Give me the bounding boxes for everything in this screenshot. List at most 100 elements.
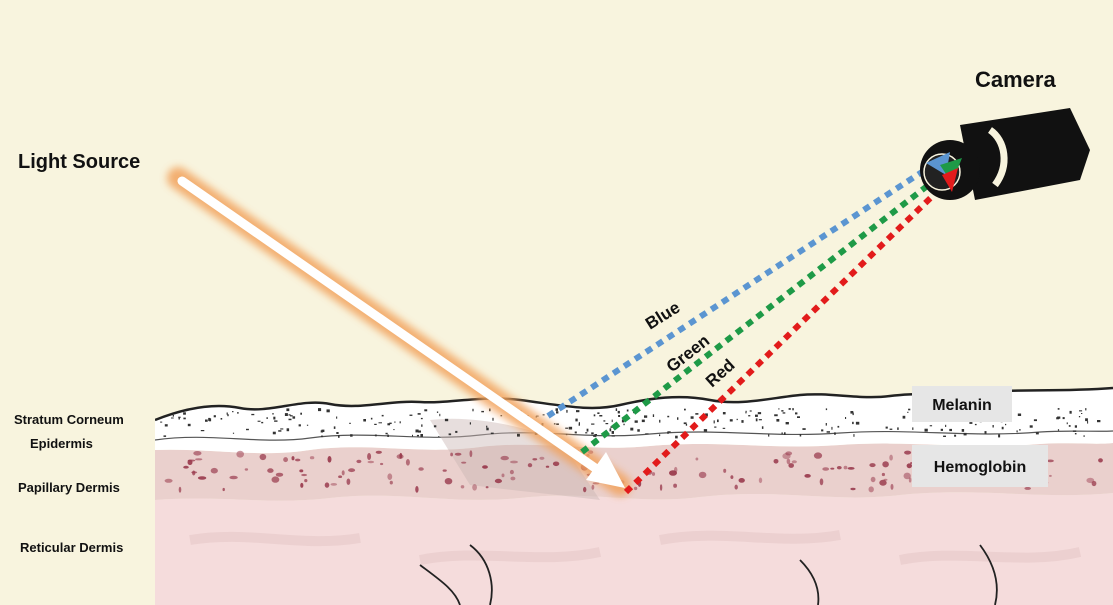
epidermis-boundary-line — [154, 430, 1113, 441]
reticular-dermis-label: Reticular Dermis — [20, 540, 123, 555]
melanin-granule — [852, 421, 854, 425]
melanin-granule — [984, 431, 987, 434]
hemoglobin-spot — [906, 463, 912, 469]
melanin-granule — [490, 432, 494, 435]
hemoglobin-spot — [723, 468, 727, 473]
melanin-granule — [1072, 430, 1077, 432]
melanin-granule — [652, 414, 655, 417]
melanin-granule — [597, 412, 600, 414]
melanin-granule — [785, 422, 789, 425]
melanin-granule — [266, 417, 268, 419]
hemoglobin-spot — [178, 486, 182, 493]
melanin-granule — [393, 429, 395, 431]
melanin-granule — [420, 434, 423, 437]
hemoglobin-spot — [348, 468, 356, 473]
melanin-granule — [178, 417, 180, 420]
hemoglobin-spot — [367, 453, 372, 460]
melanin-granule — [703, 429, 708, 432]
melanin-granule — [542, 414, 545, 416]
hemoglobin-spot — [868, 486, 874, 493]
melanin-granule — [273, 416, 276, 420]
hemoglobin-spot — [193, 451, 202, 456]
melanin-granule — [782, 412, 786, 414]
melanin-granule — [556, 411, 559, 414]
melanin-granule — [799, 434, 802, 437]
hemoglobin-spot — [460, 485, 465, 489]
hemoglobin-spot — [271, 476, 280, 483]
melanin-granule — [634, 420, 638, 423]
hemoglobin-spot — [1024, 486, 1031, 490]
melanin-granule — [208, 417, 211, 421]
hemoglobin-spot — [197, 476, 207, 480]
melanin-granule — [695, 413, 699, 415]
hemoglobin-spot — [1049, 474, 1052, 477]
hemoglobin-spot — [338, 475, 343, 479]
melanin-granule — [306, 424, 309, 426]
melanin-granule — [855, 421, 860, 425]
hemoglobin-spot — [836, 466, 842, 470]
melanin-granule — [618, 415, 621, 417]
hemoglobin-spot — [259, 453, 267, 461]
melanin-granule — [585, 432, 588, 434]
hemoglobin-spot — [552, 461, 560, 467]
melanin-granule — [349, 422, 351, 424]
melanin-granule — [213, 415, 216, 418]
melanin-granule — [705, 413, 708, 417]
hemoglobin-spot — [356, 459, 362, 464]
melanin-granule — [278, 430, 282, 432]
melanin-granule — [370, 417, 373, 420]
hemoglobin-spot — [830, 467, 835, 470]
melanin-granule — [574, 431, 577, 434]
melanin-granule — [246, 428, 249, 431]
melanin-granule — [280, 428, 284, 430]
melanin-granule — [381, 414, 384, 417]
light-arrow-icon — [177, 176, 625, 488]
melanin-granule — [399, 421, 401, 424]
melanin-granule — [172, 414, 174, 417]
melanin-granule — [1066, 422, 1068, 425]
hemoglobin-spot — [847, 467, 855, 470]
hemoglobin-spot — [324, 482, 330, 488]
melanin-granule — [568, 426, 573, 430]
melanin-granule — [363, 419, 366, 422]
melanin-label: Melanin — [932, 397, 992, 414]
melanin-granule — [321, 435, 324, 438]
melanin-granule — [565, 427, 569, 429]
hemoglobin-spot — [291, 456, 295, 461]
hemoglobin-spot — [509, 469, 514, 475]
melanin-granule — [758, 419, 762, 421]
melanin-granules — [160, 408, 1101, 439]
melanin-granule — [261, 421, 264, 424]
melanin-granule — [226, 412, 228, 415]
hemoglobin-spot — [472, 484, 477, 491]
melanin-granule — [722, 427, 726, 429]
hemoglobin-spot — [283, 457, 288, 463]
melanin-granule — [778, 408, 780, 410]
hemoglobin-spot — [890, 483, 894, 490]
melanin-granule — [667, 431, 669, 434]
melanin-granule — [943, 435, 946, 437]
green-ray — [580, 177, 937, 455]
melanin-granule — [492, 417, 494, 421]
melanin-granule — [575, 418, 578, 422]
melanin-granule — [745, 410, 747, 413]
melanin-granule — [290, 415, 293, 417]
hemoglobin-spot — [734, 484, 738, 490]
melanin-granule — [945, 424, 947, 427]
melanin-granule — [387, 434, 389, 437]
melanin-granule — [274, 420, 278, 422]
hemoglobin-spot — [870, 476, 876, 483]
melanin-granule — [1001, 426, 1004, 430]
hemoglobin-spot — [510, 460, 518, 464]
melanin-granule — [755, 418, 758, 422]
melanin-granule — [902, 415, 906, 419]
hemoglobin-spot — [210, 467, 218, 474]
melanin-granule — [1062, 417, 1065, 420]
melanin-granule — [412, 434, 413, 437]
melanin-granule — [220, 418, 223, 420]
melanin-granule — [1069, 410, 1072, 414]
melanin-granule — [792, 408, 794, 411]
melanin-granule — [200, 430, 205, 432]
hemoglobin-spot — [882, 461, 889, 468]
